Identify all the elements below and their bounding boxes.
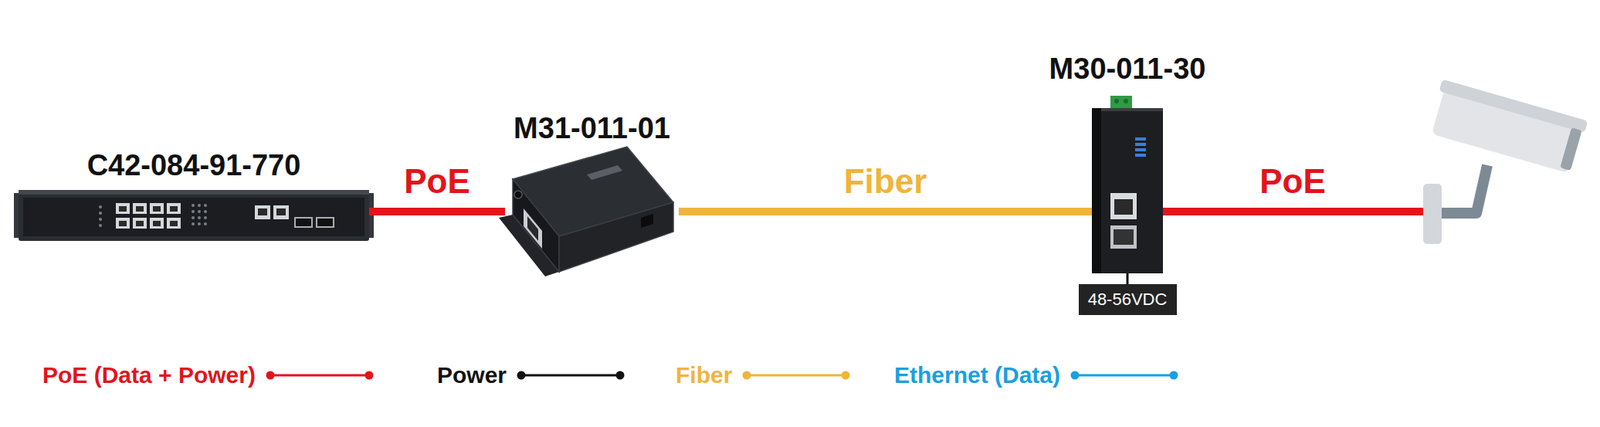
voltage-label: 48-56VDC	[1088, 289, 1168, 309]
legend-line-sample	[741, 369, 851, 382]
heading-slot: C42-084-91-770	[87, 149, 302, 184]
heading-slot: M31-011-01	[513, 111, 671, 146]
link-label: Fiber	[844, 162, 928, 202]
media-converter-node: M30-011-30	[1091, 95, 1163, 274]
poe-fiber-converter-illustration	[498, 146, 674, 277]
legend-line-sample	[515, 369, 626, 382]
legend-line-sample	[264, 369, 375, 382]
legend-item: PoE (Data + Power)	[42, 362, 375, 390]
switch-node: C42-084-91-770	[18, 188, 370, 243]
din-rail-media-converter-illustration	[1091, 95, 1163, 274]
legend-item: Ethernet (Data)	[894, 362, 1180, 390]
poe-cable-line	[1162, 207, 1431, 216]
power-cable	[1126, 273, 1129, 285]
heading-slot: M30-011-30	[1049, 52, 1207, 87]
legend-item: Power	[437, 362, 626, 390]
legend-line-sample	[1069, 369, 1180, 382]
power-input-box: 48-56VDC	[1078, 284, 1177, 316]
poe-switch-illustration	[13, 189, 374, 241]
camera-illustration	[1423, 79, 1588, 245]
legend-text: Power	[437, 362, 507, 390]
link-label: PoE	[403, 162, 471, 202]
device-heading: M31-011-01	[513, 111, 671, 146]
network-link	[369, 207, 506, 216]
link-label: PoE	[1259, 162, 1326, 202]
device-heading: C42-084-91-770	[87, 149, 302, 184]
legend-item: Fiber	[675, 362, 851, 390]
network-link	[678, 207, 1092, 216]
converter-node: M31-011-01	[505, 146, 679, 278]
legend-text: PoE (Data + Power)	[42, 362, 256, 390]
legend-text: Ethernet (Data)	[894, 362, 1061, 390]
legend-text: Fiber	[675, 362, 733, 390]
device-heading: M30-011-30	[1049, 52, 1207, 87]
